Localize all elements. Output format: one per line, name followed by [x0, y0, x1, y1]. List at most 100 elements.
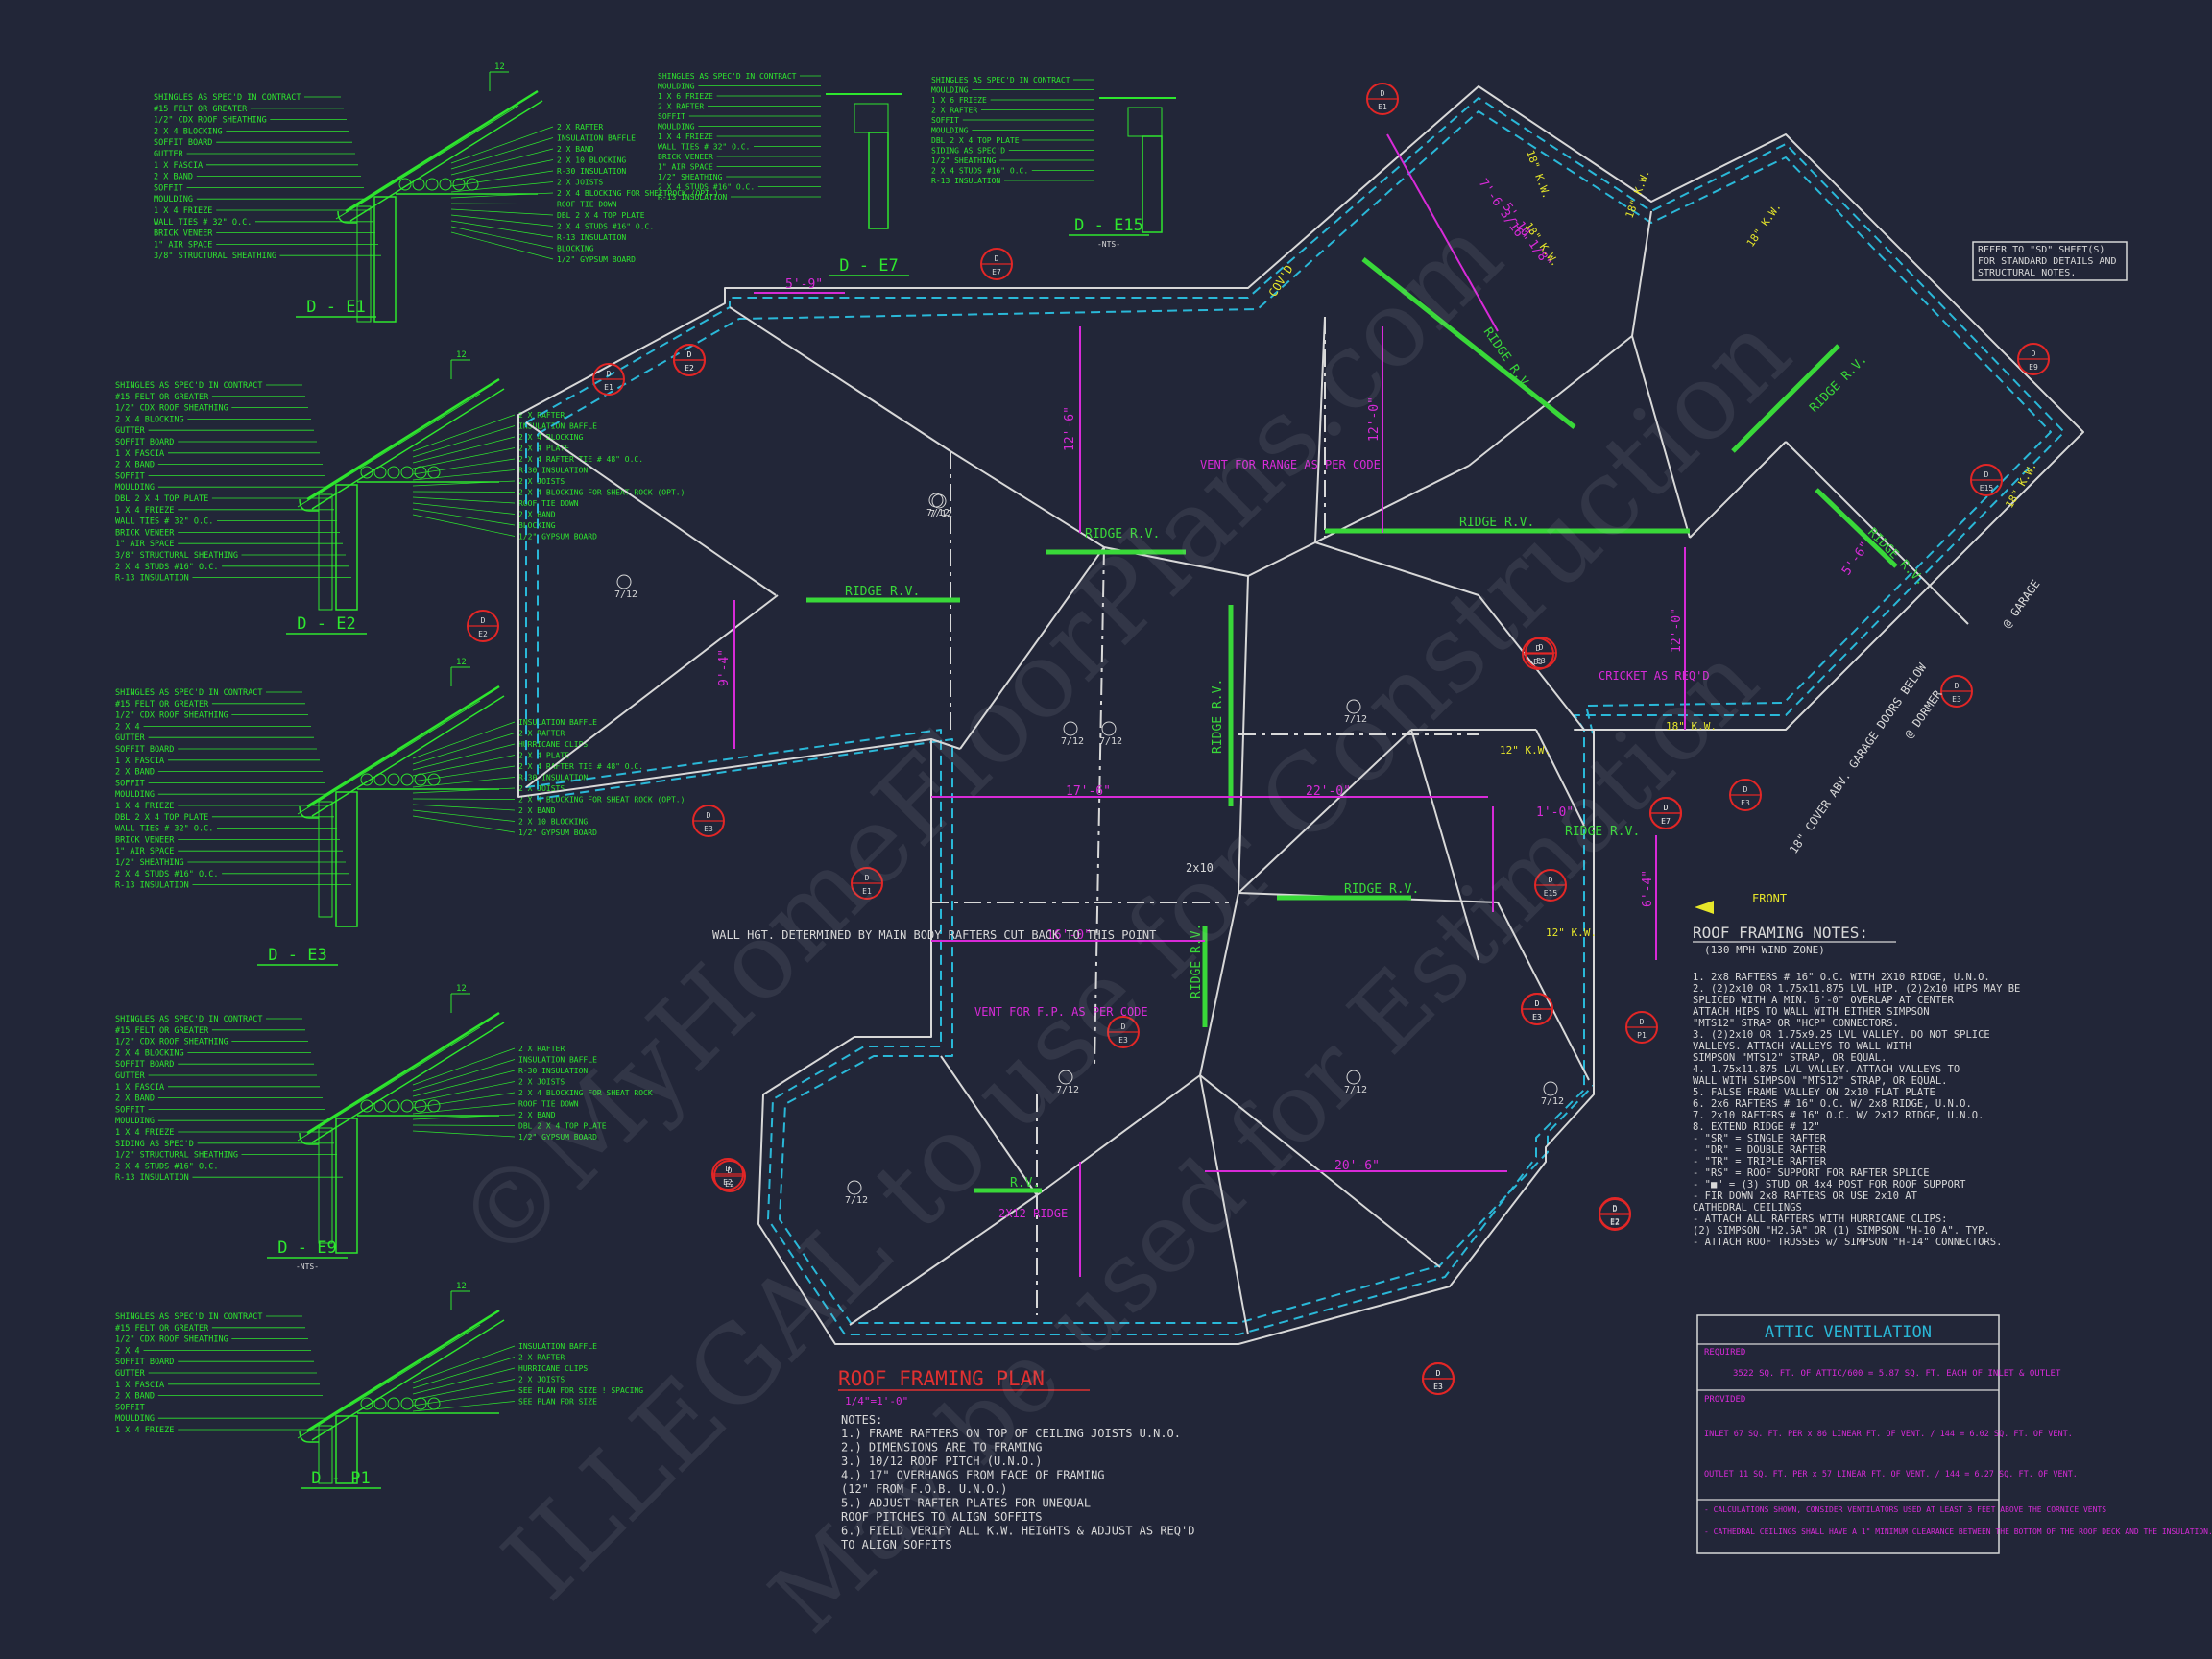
leader-line — [450, 226, 554, 249]
detail-label: 1 X 4 FRIEZE — [115, 1426, 174, 1435]
detail-label: 1 X FASCIA — [115, 1083, 164, 1093]
pitch-circle-icon — [1346, 1070, 1361, 1085]
pitch-value: 12 — [456, 984, 467, 994]
framing-note: 3. (2)2x10 OR 1.75x9.25 LVL VALLEY. DO N… — [1693, 1029, 1990, 1041]
callout-wall-hgt: WALL HGT. DETERMINED BY MAIN BODY RAFTER… — [712, 928, 1156, 942]
detail-label: 1/2" SHEATHING — [658, 173, 723, 181]
leader-line — [450, 148, 554, 176]
framing-note: - "RS" = ROOF SUPPORT FOR RAFTER SPLICE — [1693, 1167, 1930, 1179]
framing-note: 8. EXTEND RIDGE # 12" — [1693, 1121, 1820, 1133]
detail-label: WALL TIES # 32" O.C. — [115, 825, 213, 834]
leader-line — [412, 436, 516, 464]
pitch-label: 7/12 — [614, 589, 637, 600]
detail-label: 1/2" CDX ROOF SHEATHING — [115, 1335, 228, 1345]
detail-label: SHINGLES AS SPEC'D IN CONTRACT — [154, 93, 301, 103]
framing-notes-subtitle: (130 MPH WIND ZONE) — [1704, 944, 1825, 956]
insulation-mark — [439, 178, 452, 191]
svg-text:D: D — [707, 811, 711, 820]
detail-label: HURRICANE CLIPS — [518, 740, 588, 749]
insulation-mark — [400, 1099, 414, 1113]
leader-line — [450, 231, 554, 260]
detail-label: R-13 INSULATION — [115, 1173, 189, 1183]
detail-label: SOFFIT — [115, 471, 145, 481]
framing-note: 2. (2)2x10 OR 1.75x11.875 LVL HIP. (2)2x… — [1693, 983, 2020, 995]
svg-text:E15: E15 — [1980, 484, 1994, 493]
svg-text:D: D — [2032, 349, 2036, 358]
detail-d-e7: SHINGLES AS SPEC'D IN CONTRACTMOULDING1 … — [658, 72, 909, 276]
detail-label: 2 X JOISTS — [518, 477, 565, 486]
callout-cover-garage: 18" COVER ABV. GARAGE DOORS BELOW — [1787, 661, 1930, 856]
svg-text:D: D — [481, 616, 486, 625]
framing-note: - "DR" = DOUBLE RAFTER — [1693, 1144, 1827, 1156]
detail-title: D - E1 — [306, 298, 365, 317]
detail-label: 1 X 4 FRIEZE — [154, 206, 212, 216]
detail-label: R-30 INSULATION — [557, 167, 626, 176]
insulation-mark — [412, 178, 425, 191]
detail-subtitle: -NTS- — [1097, 240, 1120, 249]
detail-title: D - E15 — [1074, 216, 1143, 235]
insulation-mark — [360, 1397, 373, 1410]
insulation-mark — [360, 466, 373, 479]
insulation-mark — [387, 773, 400, 786]
framing-notes-list: 1. 2x8 RAFTERS # 16" O.C. WITH 2X10 RIDG… — [1693, 972, 2020, 1248]
svg-text:E1: E1 — [862, 887, 872, 896]
detail-label: MOULDING — [658, 123, 695, 132]
detail-label: 2 X 4 BLOCKING FOR SHEAT ROCK (OPT.) — [518, 796, 685, 805]
refer-note — [1972, 241, 2128, 281]
detail-label: 2 X BAND — [154, 173, 193, 182]
detail-label: GUTTER — [115, 1369, 146, 1379]
detail-label: 2 X 4 BLOCKING FOR SHEAT ROCK — [518, 1089, 653, 1097]
rafter-line — [345, 89, 539, 213]
detail-label: WALL TIES # 32" O.C. — [115, 517, 213, 527]
callout-2x10: 2x10 — [1186, 861, 1214, 875]
detail-label: BRICK VENEER — [658, 153, 713, 161]
leader-line — [412, 491, 516, 493]
ridge-label: RIDGE R.V. — [1344, 882, 1419, 897]
detail-label: GUTTER — [154, 150, 184, 159]
detail-label: 2 X 4 BLOCKING — [518, 433, 584, 442]
overhang-outline — [525, 97, 2065, 1335]
leader-line — [450, 159, 554, 181]
svg-text:D: D — [1664, 804, 1669, 812]
leader-line — [412, 1124, 516, 1126]
brick-veneer — [356, 205, 372, 323]
shingle-line — [297, 393, 481, 508]
detail-label: DBL 2 X 4 TOP PLATE — [557, 211, 645, 220]
pitch-circle-icon — [1058, 1070, 1073, 1085]
insulation-mark — [398, 178, 412, 191]
ridge-label: RIDGE R.V. — [845, 585, 920, 599]
svg-text:E2: E2 — [685, 364, 694, 373]
detail-label: MOULDING — [115, 1117, 155, 1126]
detail-label: 2 X 4 PLATE — [518, 752, 569, 760]
pitch-label: 7/12 — [1056, 1085, 1079, 1095]
leader-line — [412, 1367, 516, 1395]
detail-d-e1: SHINGLES AS SPEC'D IN CONTRACT#15 FELT O… — [154, 62, 719, 323]
leader-line — [412, 815, 516, 833]
pitch-value: 12 — [456, 658, 467, 667]
section-marker: DE9 — [2017, 343, 2050, 375]
framing-note: VALLEYS. ATTACH VALLEYS TO WALL WITH — [1693, 1041, 1911, 1052]
svg-text:E7: E7 — [992, 268, 1001, 276]
detail-label: DBL 2 X 4 TOP PLATE — [115, 813, 208, 823]
detail-label: 1 X 6 FRIEZE — [931, 96, 987, 105]
pitch-label: 7/12 — [926, 508, 950, 518]
detail-label: 1 X 4 FRIEZE — [115, 802, 174, 811]
brick-veneer — [318, 801, 333, 918]
svg-text:P1: P1 — [1637, 1031, 1647, 1040]
detail-label: 1 X 6 FRIEZE — [658, 92, 713, 101]
leader-line — [412, 798, 516, 800]
ridge-label: RIDGE R.V. — [1085, 527, 1160, 541]
front-label: FRONT — [1752, 892, 1787, 905]
beam-lines — [931, 317, 1479, 1315]
attic-outlet-line: OUTLET 11 SQ. FT. PER x 57 LINEAR FT. OF… — [1704, 1470, 2078, 1479]
rafter-line — [311, 695, 505, 817]
detail-label: 1 X FASCIA — [115, 449, 164, 459]
framing-note: WALL WITH SIMPSON "MTS12" STRAP, OR EQUA… — [1693, 1075, 1948, 1087]
dimension-label: 16'-0" — [1046, 928, 1092, 943]
detail-label: 2 X 4 STUDS #16" O.C. — [931, 167, 1028, 176]
detail-label: 1" AIR SPACE — [658, 163, 713, 172]
insulation-mark — [360, 1099, 373, 1113]
plan-note: (12" FROM F.O.B. U.N.O.) — [841, 1482, 1007, 1496]
leader-line — [412, 1081, 516, 1103]
